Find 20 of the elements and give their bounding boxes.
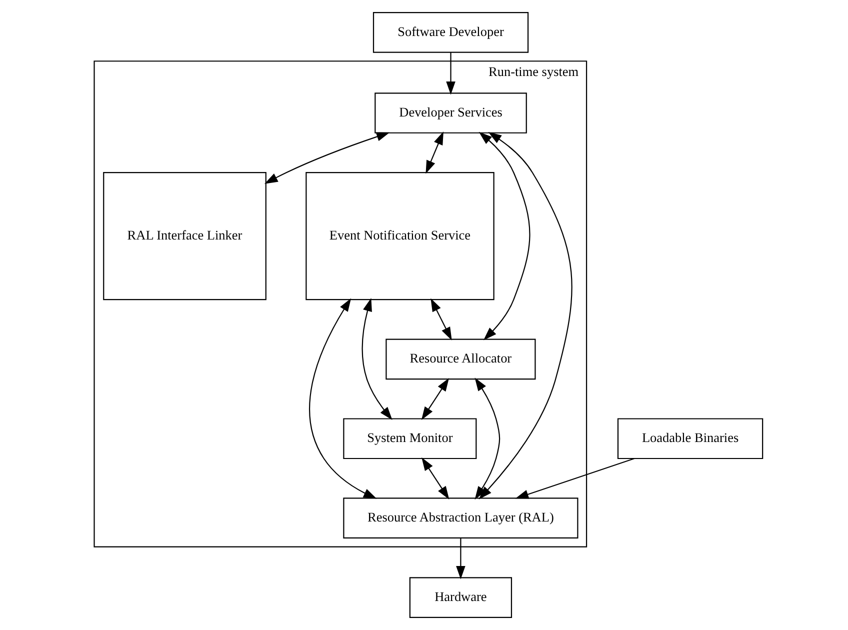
arrow: [456, 538, 466, 580]
arrow: [426, 131, 444, 174]
node-box: Developer Services: [374, 92, 527, 134]
node-box: Software Developer: [372, 12, 529, 53]
arrow: [446, 52, 456, 95]
arrow: [362, 298, 392, 420]
node-box: System Monitor: [343, 418, 477, 460]
node-box: Resource Allocator: [386, 338, 536, 380]
arrow: [421, 378, 450, 420]
arrow: [515, 458, 635, 499]
node-box: Resource Abstraction Layer (RAL): [343, 498, 578, 539]
node-box: Hardware: [409, 577, 512, 618]
arrow: [430, 298, 452, 340]
arrow: [309, 298, 377, 499]
arrow: [264, 132, 390, 184]
arrow: [422, 457, 450, 500]
node-box: Loadable Binaries: [617, 418, 764, 460]
node-box: Event Notification Service: [306, 172, 494, 300]
arrow: [478, 132, 530, 340]
node-box: RAL Interface Linker: [103, 172, 266, 300]
